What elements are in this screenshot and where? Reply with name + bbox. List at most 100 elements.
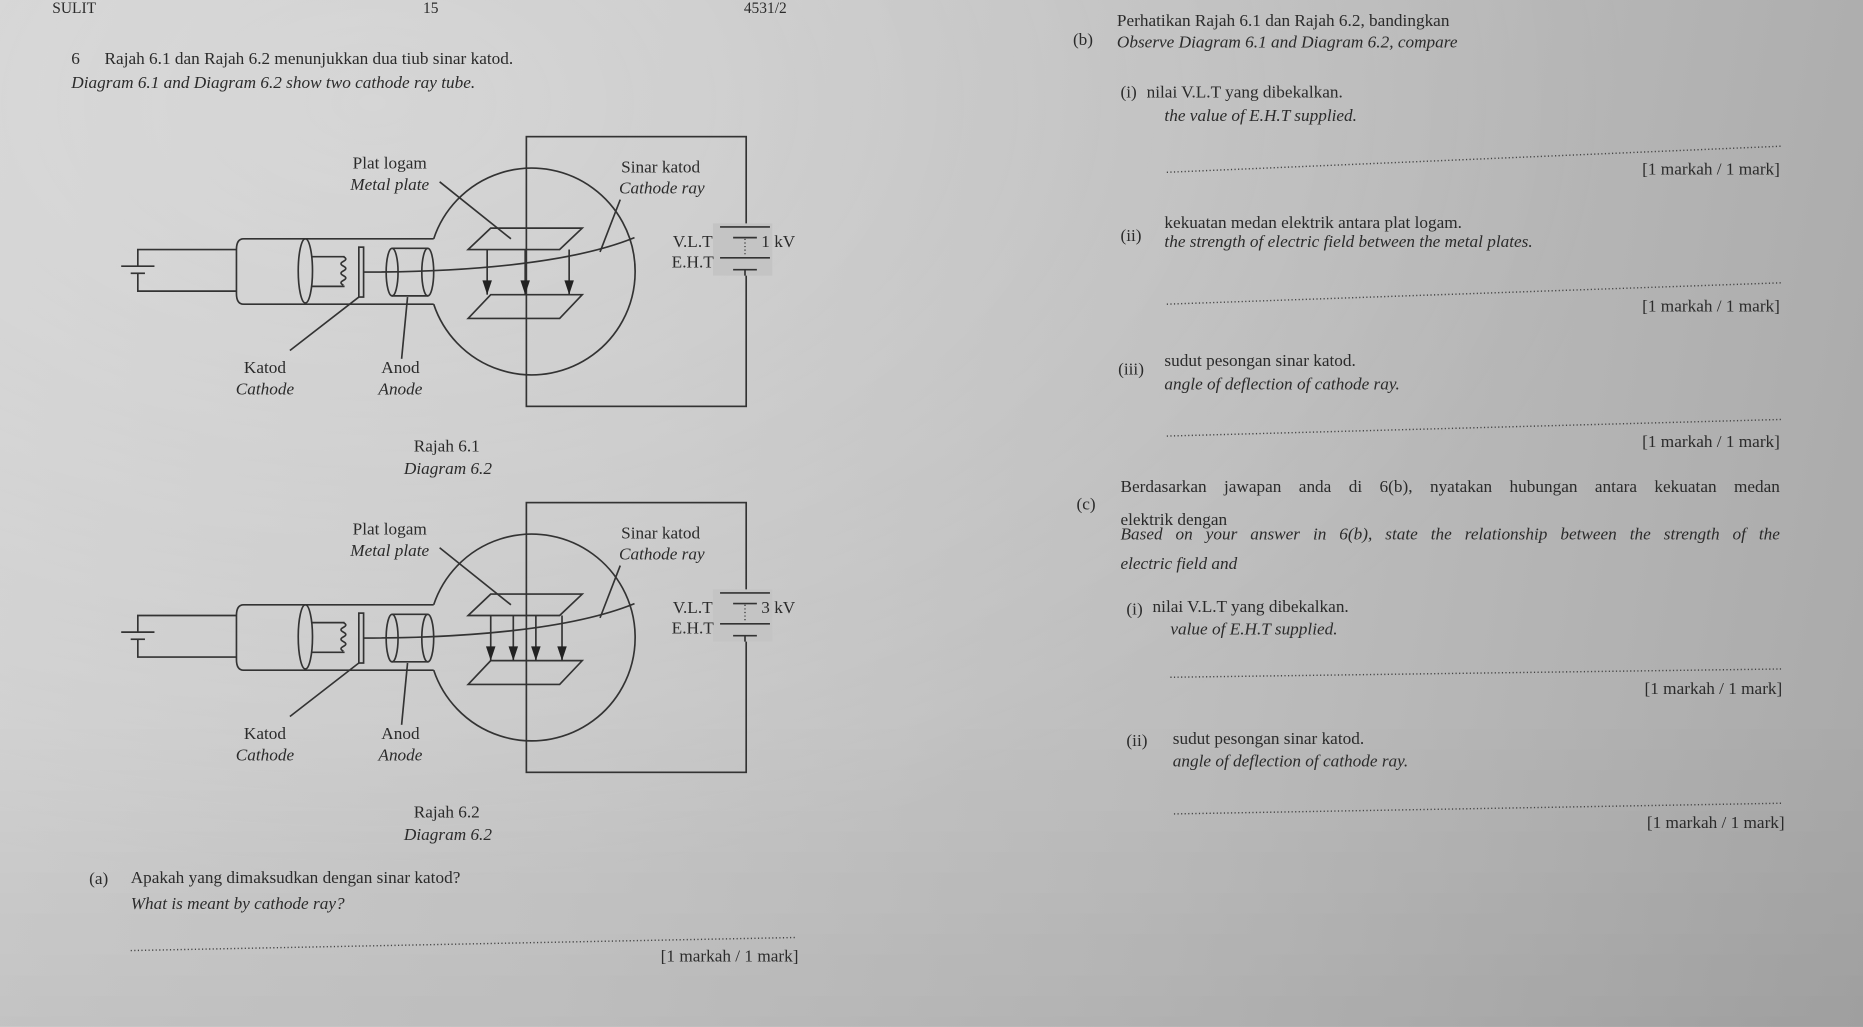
answer-line-c-i[interactable] [1170,668,1783,678]
part-c-ii-label: (ii) [1126,731,1148,751]
filament-coil [340,255,347,286]
question-intro-ms: Rajah 6.1 dan Rajah 6.2 menunjukkan dua … [104,49,514,69]
anode-pointer [400,296,409,359]
cathode-pointer [289,662,360,718]
heater-circuit-wire [136,248,237,292]
part-a-label: (a) [89,869,109,889]
anode-label-en: Anode [378,746,423,766]
diagram-caption-en: Diagram 6.2 [403,825,492,845]
part-c-ii-ms: sudut pesongan sinar katod. [1172,729,1365,749]
electric-field-arrow [520,249,530,295]
part-c-i-label: (i) [1126,600,1143,620]
metal-plate-pointer [439,181,512,240]
part-c-ii-marks: [1 markah / 1 mark] [1646,813,1785,833]
electric-field-arrow [485,615,496,661]
cathode-ray-label-en: Cathode ray [618,179,705,199]
part-c-ii-en: angle of deflection of cathode ray. [1172,752,1409,772]
part-b-ii-ms: kekuatan medan elektrik antara plat loga… [1164,213,1463,233]
diagram-caption-en: Diagram 6.2 [403,459,492,479]
anode-label-en: Anode [378,380,423,400]
part-b-ii-label: (ii) [1120,226,1142,246]
part-c-en-line2: electric field and [1120,554,1238,574]
part-c-en-line1: Based on your answer in 6(b), state the … [1120,525,1780,545]
tube-bulb [432,167,636,376]
eht-label: E.H.T [671,253,714,273]
part-b-ii-en: the strength of electric field between t… [1164,232,1533,252]
anode-cylinder [392,613,428,663]
electric-field-arrow [557,615,567,661]
electron-gun-ring [297,603,314,670]
cathode-label-en: Cathode [235,746,295,766]
cathode-ray-beam [363,602,635,639]
part-c-i-ms: nilai V.L.T yang dibekalkan. [1152,597,1349,617]
cathode-label-en: Cathode [235,380,295,400]
part-b-iii-marks: [1 markah / 1 mark] [1642,432,1780,452]
battery-gap [712,589,773,642]
question-number: 6 [71,49,80,69]
question-intro-en: Diagram 6.1 and Diagram 6.2 show two cat… [71,73,476,93]
eht-label: E.H.T [671,619,714,639]
vlt-label: V.L.T [672,232,713,252]
cathode-ray-pointer [599,199,622,253]
anode-pointer [400,662,409,725]
part-b-i-label: (i) [1120,83,1137,103]
battery-gap [712,223,773,276]
cathode-ray-label-ms: Sinar katod [621,523,701,544]
metal-plate-pointer [439,547,512,606]
lower-metal-plate [466,659,585,686]
tube-neck [235,603,434,671]
cathode-pointer [289,296,360,352]
plate-label-en: Metal plate [350,541,430,561]
answer-line-a[interactable] [130,936,797,952]
header-sulit: SULIT [52,0,97,17]
part-b-en: Observe Diagram 6.1 and Diagram 6.2, com… [1116,33,1458,53]
vlt-label: V.L.T [672,598,713,618]
part-c-ms-line2: elektrik dengan [1120,510,1228,530]
voltage-label: 1 kV [761,232,796,252]
part-b-i-en: the value of E.H.T supplied. [1164,106,1357,126]
upper-metal-plate [466,593,585,617]
part-b-iii-en: angle of deflection of cathode ray. [1164,375,1400,395]
part-b-label: (b) [1072,30,1094,50]
answer-line-b-i[interactable] [1166,145,1783,174]
cathode-ray-label-en: Cathode ray [618,545,705,565]
electric-field-arrow [508,615,519,661]
part-b-i-marks: [1 markah / 1 mark] [1642,160,1780,180]
plate-label-en: Metal plate [350,175,430,195]
cathode-label-ms: Katod [243,358,287,378]
diagram-caption-ms: Rajah 6.2 [413,803,480,823]
electric-field-arrow [531,615,541,661]
diagram-caption-ms: Rajah 6.1 [413,437,480,457]
filament-leads [311,255,345,288]
tube-neck [235,237,434,306]
part-a-question-ms: Apakah yang dimaksudkan dengan sinar kat… [130,868,461,888]
cathode-ray-pointer [599,565,622,619]
part-b-iii-ms: sudut pesongan sinar katod. [1164,351,1356,371]
cathode-ray-beam [363,236,635,273]
paper-code: 4531/2 [743,0,787,17]
electron-gun-ring [297,237,314,304]
part-c-label: (c) [1076,495,1096,515]
filament-leads [311,621,345,654]
lower-metal-plate [466,293,585,320]
part-b-iii-label: (iii) [1118,360,1144,380]
part-b-i-ms: nilai V.L.T yang dibekalkan. [1146,83,1343,103]
part-c-i-en: value of E.H.T supplied. [1170,620,1338,640]
tube-bulb [432,533,636,742]
part-c-i-marks: [1 markah / 1 mark] [1644,679,1783,699]
answer-line-c-ii[interactable] [1173,802,1783,815]
heater-circuit-wire [136,614,237,658]
part-a-question-en: What is meant by cathode ray? [130,894,345,914]
page-number: 15 [422,0,439,17]
cathode-label-ms: Katod [243,724,287,744]
part-b-ii-marks: [1 markah / 1 mark] [1642,297,1780,317]
anode-label-ms: Anod [381,724,420,744]
electric-field-arrow [482,249,492,295]
cathode-ray-label-ms: Sinar katod [621,158,701,178]
part-c-ms-line1: Berdasarkan jawapan anda di 6(b), nyatak… [1120,477,1780,497]
voltage-label: 3 kV [761,598,796,618]
